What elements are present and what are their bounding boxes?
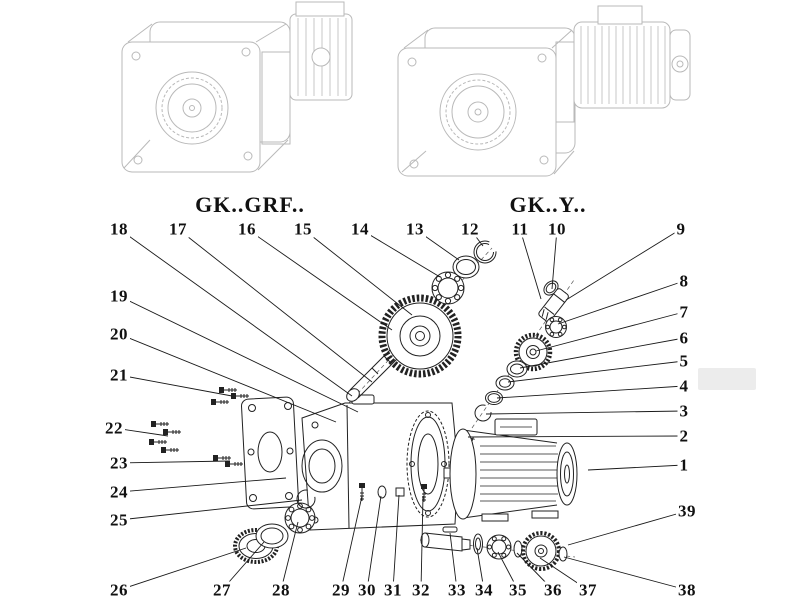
model-title-grf: GK..GRF.. [195,192,305,217]
leader-line-24 [118,477,287,493]
part-number-5: 5 [677,351,691,371]
part-number-2: 2 [677,426,691,446]
leader-line-1 [587,464,685,471]
leader-line-17 [177,228,373,383]
part-number-33: 33 [446,580,468,600]
part-number-14: 14 [349,219,371,239]
leader-line-19 [118,295,359,413]
part-number-21: 21 [108,365,130,385]
leader-line-18 [118,228,353,397]
model-title-y: GK..Y.. [509,192,587,217]
exploded-pinion-assembly [456,280,569,443]
part-number-34: 34 [473,580,495,600]
leader-line-16 [246,228,393,331]
leader-line-15 [302,228,413,316]
leader-line-30 [366,495,382,591]
leader-line-28 [280,521,299,591]
part-number-24: 24 [108,482,130,502]
part-number-1: 1 [677,455,691,475]
watermark-smudge [698,368,756,390]
leader-line-23 [118,460,231,464]
exploded-motor [443,418,578,522]
leader-line-26 [118,547,247,591]
part-number-29: 29 [330,580,352,600]
part-number-10: 10 [546,219,568,239]
gearbox-y-drawing [397,5,691,177]
part-number-28: 28 [270,580,292,600]
part-number-38: 38 [676,580,698,600]
leader-line-6 [519,337,685,369]
exploded-input-gear-assembly [346,240,497,402]
leader-line-11 [519,228,542,300]
leader-line-2 [467,435,685,438]
gearbox-grf-drawing [121,1,353,173]
part-number-11: 11 [509,219,531,239]
part-number-3: 3 [677,401,691,421]
part-number-37: 37 [577,580,599,600]
leader-line-4 [496,385,685,399]
part-number-7: 7 [677,302,691,322]
leader-line-3 [485,410,685,415]
part-number-25: 25 [108,510,130,530]
part-number-27: 27 [211,580,233,600]
part-number-39: 39 [676,501,698,521]
part-number-17: 17 [167,219,189,239]
part-number-20: 20 [108,324,130,344]
leader-line-39 [567,510,688,546]
leader-line-9 [565,228,682,301]
part-number-15: 15 [292,219,314,239]
part-number-6: 6 [677,328,691,348]
part-number-4: 4 [677,376,691,396]
leader-line-14 [359,228,441,278]
part-number-16: 16 [236,219,258,239]
leader-line-29 [340,495,363,591]
part-number-32: 32 [410,580,432,600]
leader-line-5 [507,360,685,383]
part-number-12: 12 [459,219,481,239]
part-number-8: 8 [677,271,691,291]
leader-line-25 [118,499,303,521]
exploded-housing [301,394,459,531]
part-number-36: 36 [542,580,564,600]
part-number-30: 30 [356,580,378,600]
leader-line-8 [557,280,685,325]
leader-line-20 [118,333,337,423]
leader-line-21 [118,374,233,397]
part-number-9: 9 [674,219,688,239]
part-number-23: 23 [108,453,130,473]
leader-line-31 [392,494,400,591]
part-number-18: 18 [108,219,130,239]
leader-line-33 [449,532,458,591]
part-number-19: 19 [108,286,130,306]
leader-line-32 [420,495,424,591]
leader-line-7 [535,311,685,352]
exploded-output-shaft-assembly [420,526,568,571]
part-number-26: 26 [108,580,130,600]
leader-line-38 [563,556,688,591]
leader-line-10 [551,228,558,290]
part-number-35: 35 [507,580,529,600]
part-number-13: 13 [404,219,426,239]
exploded-small-fasteners [358,482,428,503]
part-number-22: 22 [103,418,125,438]
part-number-31: 31 [382,580,404,600]
